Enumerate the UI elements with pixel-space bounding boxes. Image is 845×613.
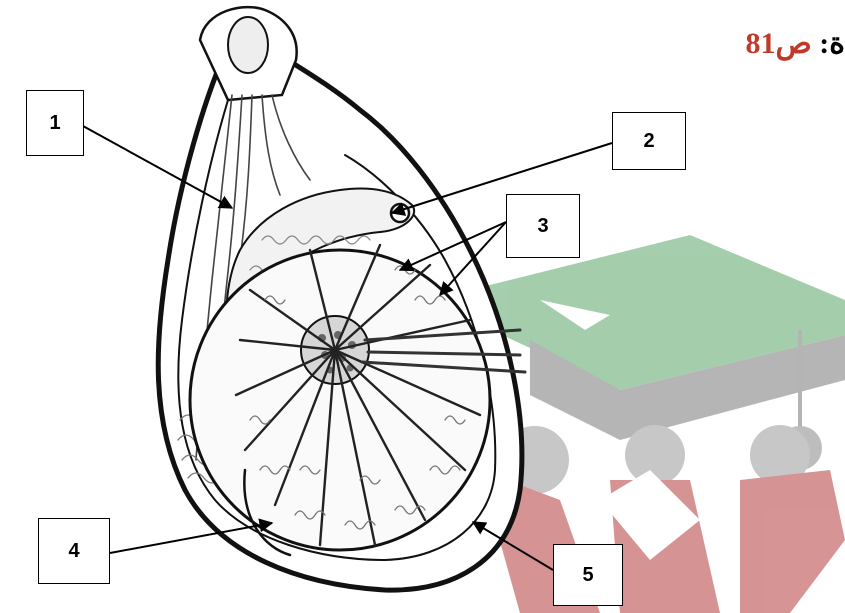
watermark-logo	[470, 235, 845, 613]
label-box-4: 4	[38, 518, 110, 584]
page-reference: ة: ص81	[746, 26, 845, 61]
label-2-text: 2	[643, 130, 654, 153]
page-ref-value: ص81	[746, 27, 812, 60]
label-box-3: 3	[506, 194, 580, 258]
page-ref-prefix: ة:	[819, 27, 845, 60]
label-4-text: 4	[68, 540, 79, 563]
label-1-text: 1	[49, 112, 60, 135]
testis-diagram	[158, 7, 525, 590]
label-box-1: 1	[26, 90, 84, 156]
label-3-text: 3	[537, 215, 548, 238]
label-box-2: 2	[612, 112, 686, 170]
label-box-5: 5	[553, 544, 623, 606]
label-5-text: 5	[582, 564, 593, 587]
